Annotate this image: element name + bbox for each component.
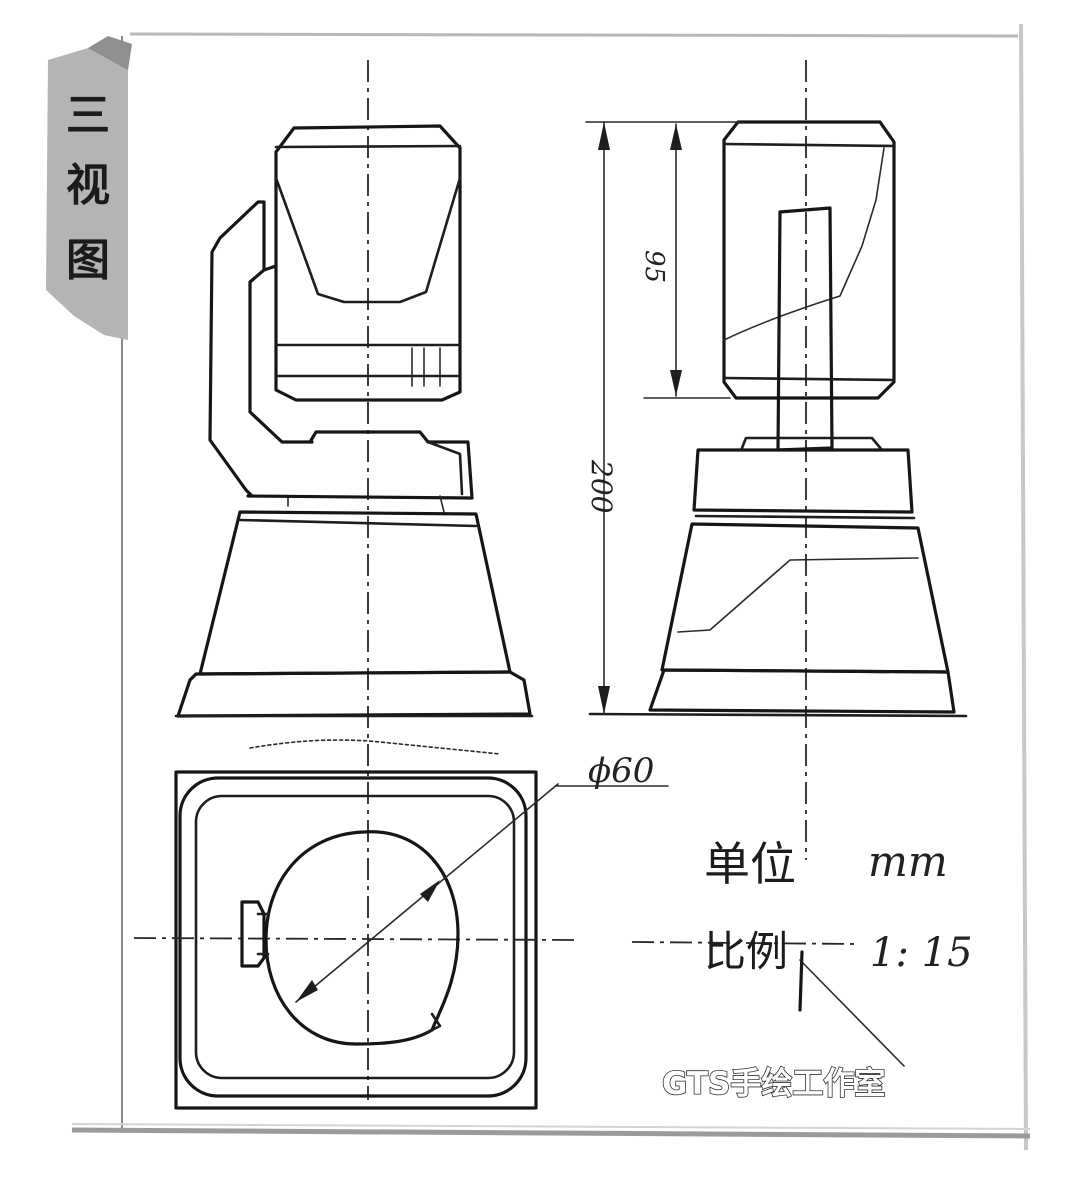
front-view [174, 60, 534, 1100]
dimension-diameter: ϕ60 [295, 751, 669, 1003]
top-view-horizontal-centerline [133, 937, 579, 941]
side-view-base [588, 522, 968, 718]
tab-char-2: 视 [66, 160, 110, 211]
side-view [588, 60, 968, 860]
studio-watermark: GTS手绘工作室 [662, 1066, 885, 1102]
head-height-label: 95 [639, 250, 669, 283]
unit-value: mm [868, 837, 948, 886]
overall-height-label: 200 [585, 459, 618, 513]
unit-label: 单位 [704, 837, 796, 891]
tab-char-1: 三 [66, 90, 110, 141]
front-view-arm [208, 200, 314, 498]
scale-value: 1: 15 [870, 930, 973, 976]
top-view [133, 739, 579, 1110]
diameter-label: ϕ60 [588, 751, 654, 791]
dimension-head-height: 95 [639, 123, 731, 399]
side-view-head [722, 120, 896, 400]
drawing-notes: 单位 mm 比例 1: 15 [631, 837, 973, 1067]
top-view-head-circle [264, 830, 460, 1046]
front-view-base [174, 510, 534, 718]
dimension-overall-height: 200 [585, 121, 741, 715]
tab-char-3: 图 [66, 235, 110, 286]
side-view-neck [776, 206, 834, 452]
top-view-knob [240, 900, 270, 968]
scale-label: 比例 [704, 927, 788, 976]
paper-border [71, 23, 1031, 1151]
side-view-yoke [692, 436, 916, 520]
front-view-yoke [246, 430, 474, 513]
title-tab: 三 视 图 [46, 36, 132, 340]
front-view-head [274, 124, 462, 402]
